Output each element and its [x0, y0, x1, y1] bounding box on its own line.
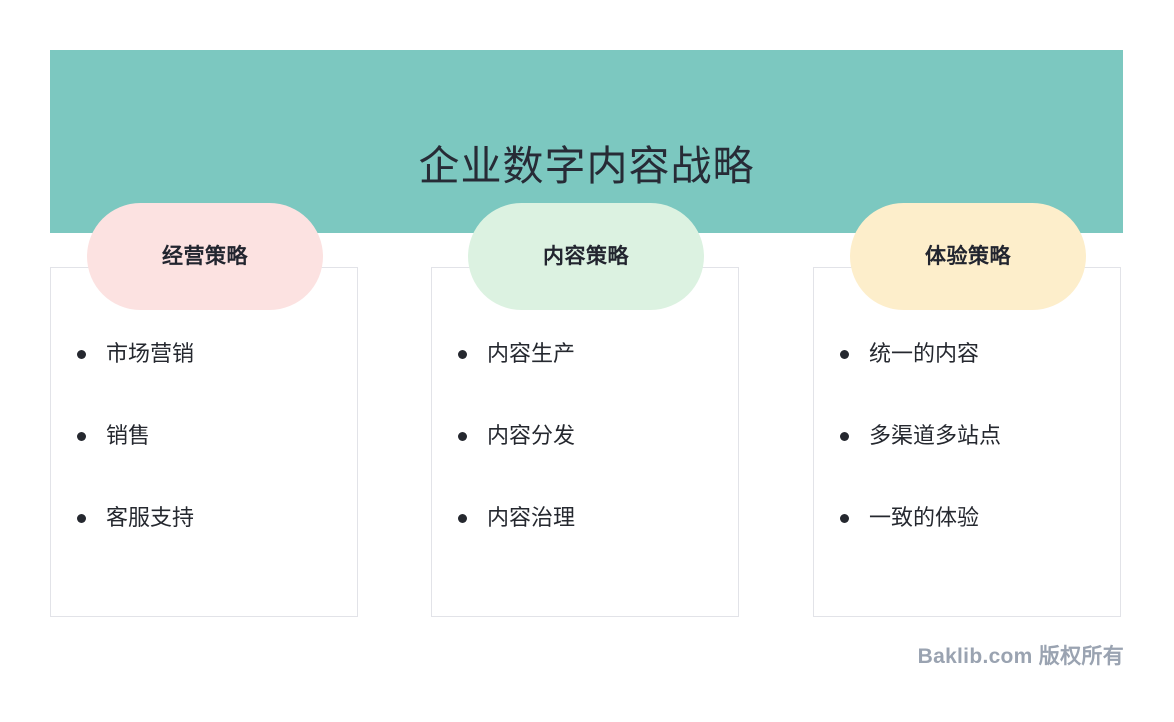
strategy-column: 经营策略 市场营销 销售 客服支持 [50, 203, 360, 619]
header-banner: 企业数字内容战略 [50, 50, 1123, 233]
list-item: 销售 [50, 425, 358, 507]
strategy-item-list: 统一的内容 多渠道多站点 一致的体验 [813, 343, 1121, 589]
list-item: 客服支持 [50, 507, 358, 589]
list-item: 一致的体验 [813, 507, 1121, 589]
strategy-column: 体验策略 统一的内容 多渠道多站点 一致的体验 [813, 203, 1123, 619]
list-item: 市场营销 [50, 343, 358, 425]
bullet-icon [458, 514, 467, 523]
bullet-icon [77, 432, 86, 441]
bullet-icon [458, 350, 467, 359]
strategy-pill-label: 经营策略 [162, 245, 248, 268]
list-item: 统一的内容 [813, 343, 1121, 425]
page-title: 企业数字内容战略 [418, 143, 755, 189]
strategy-pill-label: 体验策略 [925, 245, 1011, 268]
list-item: 内容治理 [431, 507, 739, 589]
list-item: 内容生产 [431, 343, 739, 425]
strategy-card [813, 267, 1121, 617]
list-item-label: 一致的体验 [869, 505, 980, 530]
strategy-pill-1[interactable]: 内容策略 [468, 203, 704, 310]
copyright-watermark: Baklib.com 版权所有 [917, 645, 1124, 668]
list-item-label: 客服支持 [106, 505, 195, 530]
list-item: 内容分发 [431, 425, 739, 507]
strategy-item-list: 内容生产 内容分发 内容治理 [431, 343, 739, 589]
list-item-label: 内容治理 [487, 505, 576, 530]
bullet-icon [840, 350, 849, 359]
strategy-card [50, 267, 358, 617]
strategy-pill-label: 内容策略 [543, 245, 629, 268]
list-item-label: 内容生产 [487, 341, 576, 366]
strategy-pill-0[interactable]: 经营策略 [87, 203, 323, 310]
list-item: 多渠道多站点 [813, 425, 1121, 507]
list-item-label: 销售 [106, 423, 151, 448]
strategy-columns: 经营策略 市场营销 销售 客服支持 内容策略 [50, 203, 1123, 619]
bullet-icon [840, 432, 849, 441]
bullet-icon [840, 514, 849, 523]
strategy-item-list: 市场营销 销售 客服支持 [50, 343, 358, 589]
strategy-pill-2[interactable]: 体验策略 [850, 203, 1086, 310]
list-item-label: 多渠道多站点 [869, 423, 1002, 448]
list-item-label: 统一的内容 [869, 341, 980, 366]
strategy-card [431, 267, 739, 617]
bullet-icon [458, 432, 467, 441]
list-item-label: 内容分发 [487, 423, 576, 448]
bullet-icon [77, 350, 86, 359]
bullet-icon [77, 514, 86, 523]
list-item-label: 市场营销 [106, 341, 195, 366]
strategy-column: 内容策略 内容生产 内容分发 内容治理 [431, 203, 741, 619]
